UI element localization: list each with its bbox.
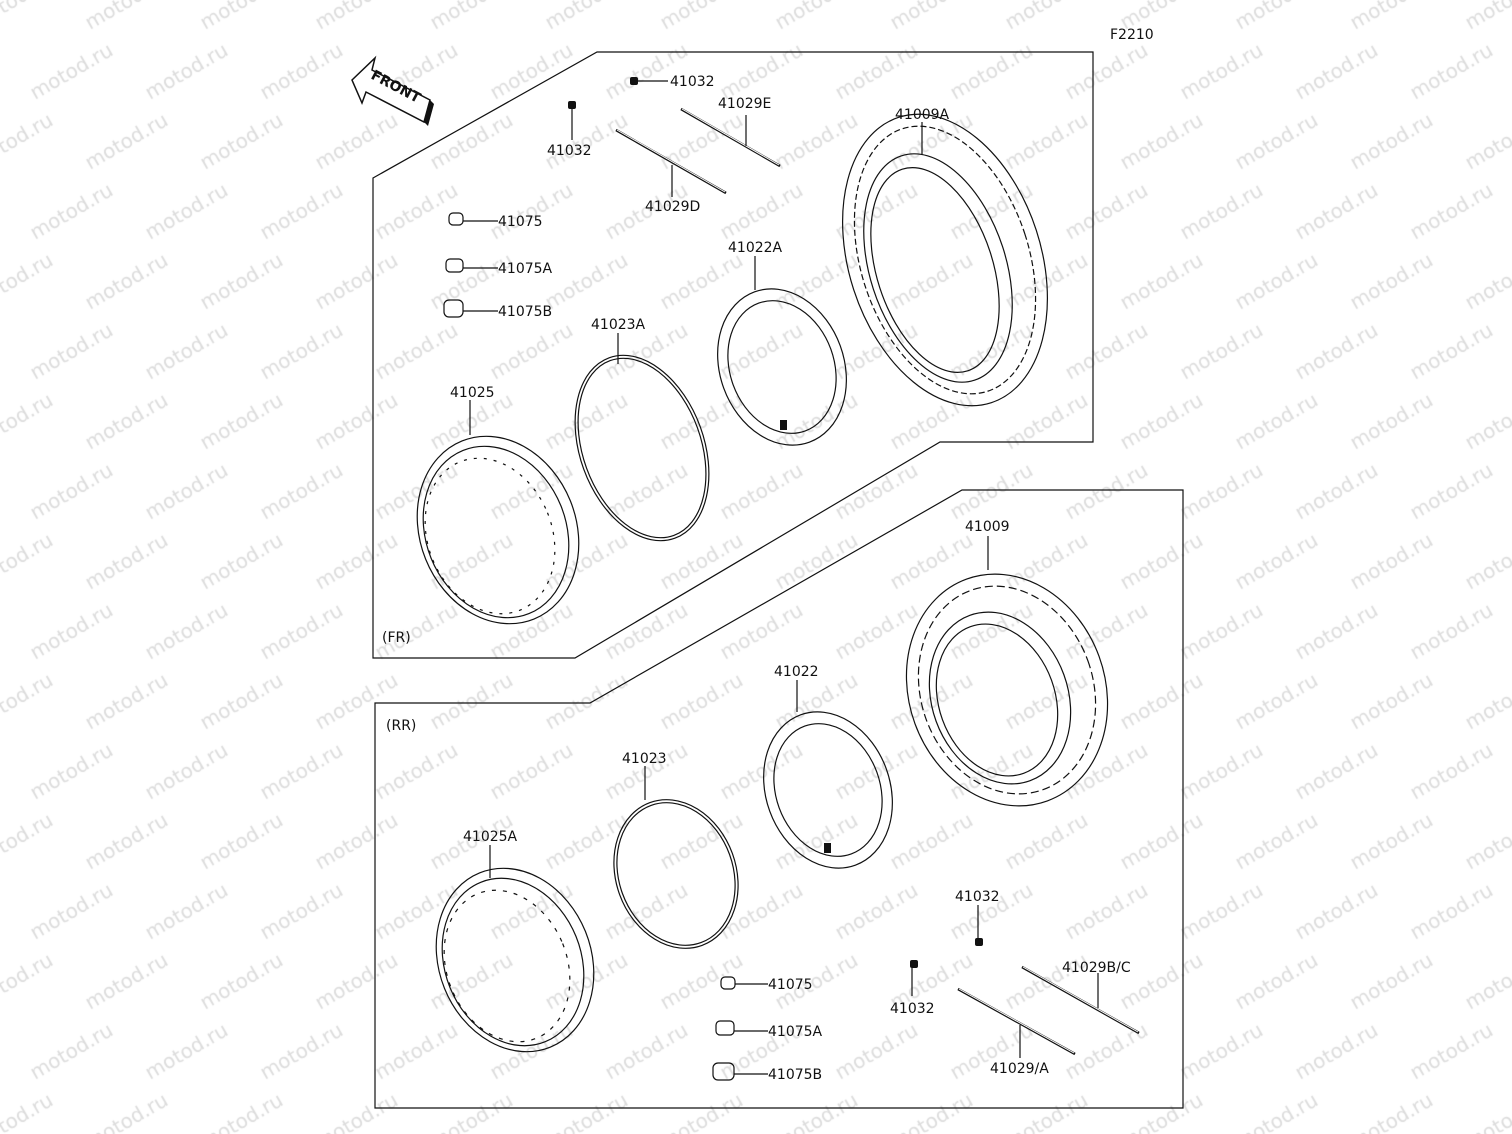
front-weight [448,212,464,226]
front-rim-band [574,354,710,542]
rear-valve-cap-top [975,938,983,946]
label-41023: 41023 [622,751,667,767]
label-41029bc: 41029B/C [1062,960,1131,976]
front-section: (FR) 41009A 41022A 41023A 41025 [372,51,1094,659]
label-41075: 41075 [498,214,543,230]
front-weight-a [445,258,464,273]
front-section-border [372,51,1094,659]
rear-tube [763,711,893,869]
diagram-code: F2210 [1110,27,1154,43]
front-rim [416,435,580,625]
rear-weight-a [715,1020,735,1036]
label-41075b: 41075B [768,1067,822,1083]
front-section-tag: (FR) [382,630,411,646]
label-41023a: 41023A [591,317,646,333]
rear-section-border [374,489,1184,1109]
label-41032-top: 41032 [670,74,715,90]
rear-spoke-bc [1021,965,1140,1035]
rear-rim [435,867,595,1053]
front-valve-cap-top [630,77,638,85]
front-tube [717,288,847,446]
front-weight-b [443,299,464,318]
label-41022a: 41022A [728,240,783,256]
front-spoke-e [680,107,781,168]
label-41032-left: 41032 [547,143,592,159]
front-spoke-d [615,128,727,195]
label-41025a: 41025A [463,829,518,845]
label-41009a: 41009A [895,107,950,123]
label-41032-bottom: 41032 [890,1001,935,1017]
rear-spoke-a [957,987,1076,1056]
label-41075a: 41075A [768,1024,823,1040]
label-41075: 41075 [768,977,813,993]
label-41075a: 41075A [498,261,553,277]
rear-rim-band [613,799,739,949]
label-41025: 41025 [450,385,495,401]
rear-valve-cap-bottom [910,960,918,968]
label-41029a: 41029/A [990,1061,1049,1077]
front-tire [842,113,1048,407]
label-41022: 41022 [774,664,819,680]
label-41009: 41009 [965,519,1010,535]
rear-weight-b [712,1062,735,1081]
label-41029e: 41029E [718,96,771,112]
front-valve-cap-left [568,101,576,109]
label-41029d: 41029D [645,199,700,215]
rear-section-tag: (RR) [386,718,416,734]
label-41075b: 41075B [498,304,552,320]
rear-section: (RR) 41009 41022 41023 41025A [374,489,1184,1109]
front-arrow-icon: FRONT [351,55,434,126]
rear-weight [720,976,736,990]
rear-tire [905,573,1109,807]
label-41032-top: 41032 [955,889,1000,905]
